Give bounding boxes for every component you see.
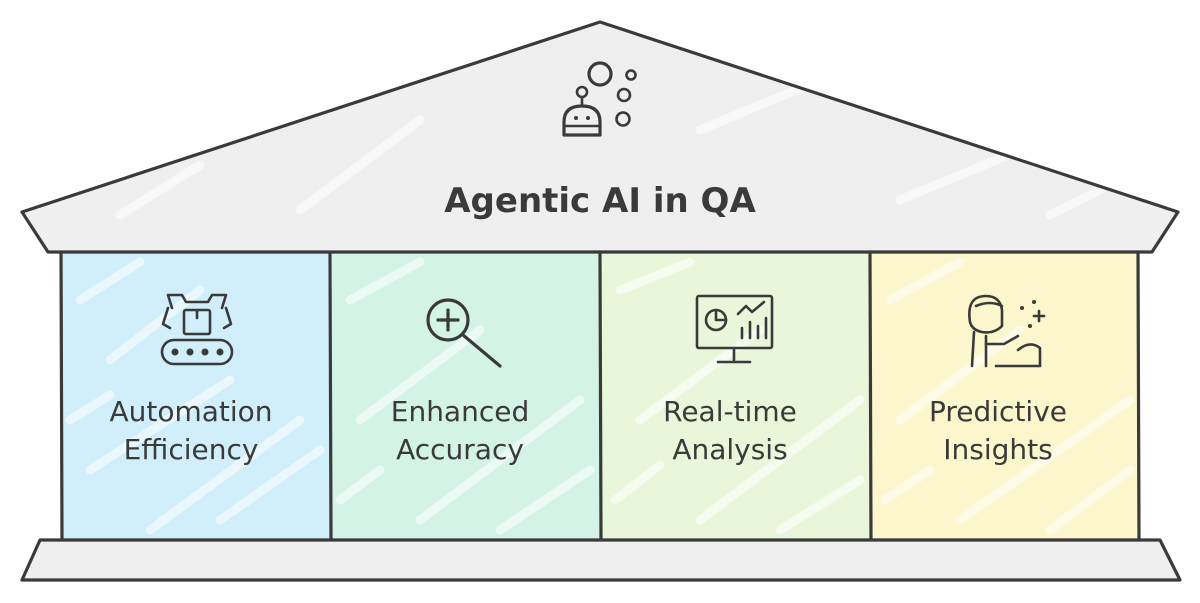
pillar-4-label-line2: Insights [943, 433, 1052, 466]
pillar-3-label-line2: Analysis [672, 433, 787, 466]
pillar-outlines [59, 250, 1141, 542]
robotic-arm-conveyor-icon [160, 293, 234, 366]
robot-with-thought-bubbles-icon [562, 61, 637, 137]
roof-shape [22, 22, 1178, 252]
pillar-1-label-line1: Automation [109, 395, 272, 428]
base-shape [22, 540, 1180, 580]
pillar-4-label-line1: Predictive [929, 395, 1067, 428]
diagram-title: Agentic AI in QA [444, 181, 756, 221]
pillar-2-label-line2: Accuracy [396, 433, 524, 466]
roof [20, 20, 1180, 254]
pillar-hatching [65, 257, 1135, 535]
pillar-2-label-line1: Enhanced [391, 395, 529, 428]
base [20, 538, 1182, 582]
roof-outline [20, 20, 1180, 254]
pillar-1-label-line2: Efficiency [124, 433, 259, 466]
person-sparkles-icon [968, 294, 1046, 368]
monitor-dashboard-icon [695, 294, 774, 364]
magnifier-plus-icon [426, 298, 502, 368]
pillar-3-label-line1: Real-time [663, 395, 797, 428]
